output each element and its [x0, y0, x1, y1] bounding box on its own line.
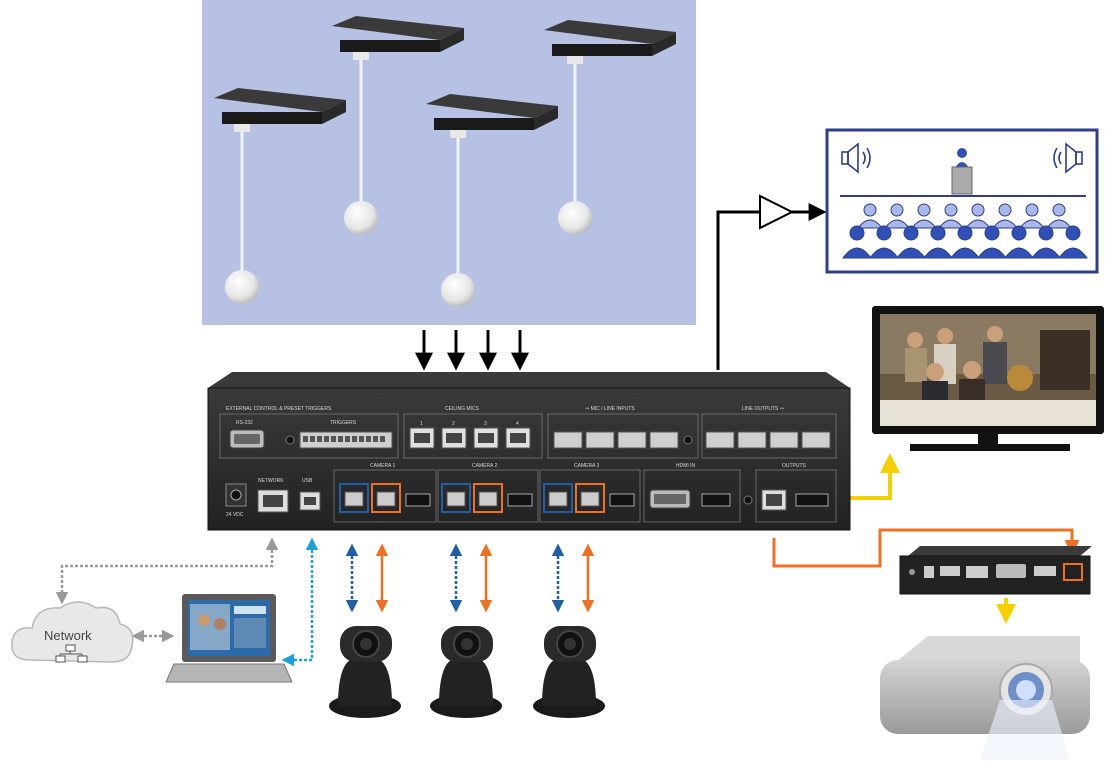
- mic-port-number: 2: [452, 421, 455, 427]
- ceiling-mics-section: [403, 413, 543, 459]
- usb-port: USB: [299, 478, 321, 511]
- audience-icon: [842, 225, 1088, 259]
- av-bridge-panel: EXTERNAL CONTROL & PRESET TRIGGERS RS-23…: [207, 372, 851, 531]
- line-outputs-label: LINE OUTPUTS ⇒: [742, 406, 784, 412]
- trigger-terminal-screws: [303, 436, 385, 442]
- presenter-icon: [951, 148, 973, 195]
- outputs-label: OUTPUTS: [782, 463, 807, 469]
- ceiling-mics-label: CEILING MICS: [445, 406, 480, 412]
- projector-icon: [880, 636, 1090, 760]
- mic-port-number: 1: [420, 421, 423, 427]
- mic-audio-arrows: [415, 330, 529, 371]
- speaker-left-icon: [841, 142, 871, 174]
- external-control-label: EXTERNAL CONTROL & PRESET TRIGGERS: [226, 406, 332, 412]
- network-link-line: [55, 537, 279, 605]
- camera-2-section: [437, 469, 539, 523]
- camera-1-ports: [339, 483, 431, 513]
- ptz-camera-icon: [430, 626, 502, 718]
- mic-line-terminals: [553, 431, 679, 449]
- rs232-label: RS-232: [236, 420, 253, 426]
- ceiling-mic-icon: [426, 94, 558, 307]
- network-label: Network: [44, 628, 92, 643]
- ceiling-mic-icon: [544, 20, 676, 235]
- laptop-icon: [165, 594, 293, 683]
- room-audience-box: [825, 128, 1099, 274]
- mic-line-inputs-section: [547, 413, 699, 459]
- camera-3-label: CAMERA 3: [574, 463, 600, 469]
- svg-text:24 VDC: 24 VDC: [226, 512, 244, 518]
- camera-2-label: CAMERA 2: [472, 463, 498, 469]
- control-section: [219, 413, 399, 459]
- camera-video-arrows: [375, 543, 595, 613]
- amplifier-icon: [759, 194, 795, 230]
- camera-2-ports: [441, 483, 533, 513]
- cloud-network-icon: Network: [11, 601, 134, 663]
- mic-line-inputs-label: ⇒ MIC / LINE INPUTS: [585, 406, 635, 412]
- svg-text:USB: USB: [302, 478, 313, 484]
- mic-port-number: 3: [484, 421, 487, 427]
- hdmi-to-tv-line: [848, 453, 900, 500]
- hdbaset-receiver-icon: [899, 546, 1092, 595]
- camera-control-arrows: [345, 543, 565, 613]
- output-ports: [761, 489, 829, 511]
- line-outputs-section: [701, 413, 837, 459]
- triggers-label: TRIGGERS: [330, 420, 357, 426]
- hdmi-in-label: HDMI IN: [676, 463, 696, 469]
- tv-display-icon: [872, 306, 1104, 451]
- camera-3-ports: [543, 483, 635, 513]
- camera-1-label: CAMERA 1: [370, 463, 396, 469]
- hdmi-in-ports: [649, 489, 731, 509]
- speaker-right-icon: [1053, 142, 1083, 174]
- mic-port-number: 4: [516, 421, 519, 427]
- ptz-camera-icon: [329, 626, 401, 718]
- ptz-camera-icon: [533, 626, 605, 718]
- hdbaset-output-line: [772, 528, 1080, 568]
- hdmi-in-section: [643, 469, 741, 523]
- svg-text:NETWORK: NETWORK: [258, 478, 284, 484]
- power-port: 24 VDC: [225, 483, 247, 518]
- ceiling-mic-icon: [332, 16, 464, 235]
- camera-3-section: [539, 469, 641, 523]
- outputs-section: [755, 469, 837, 523]
- network-port: NETWORK: [257, 478, 289, 513]
- ceiling-mic-ports: [409, 427, 531, 449]
- audio-output-line: [716, 203, 827, 370]
- line-output-terminals: [705, 431, 831, 449]
- audience-icon: [856, 203, 1073, 229]
- ceiling-mic-icon: [214, 88, 346, 304]
- usb-link-line: [281, 537, 319, 667]
- camera-1-section: [333, 469, 437, 523]
